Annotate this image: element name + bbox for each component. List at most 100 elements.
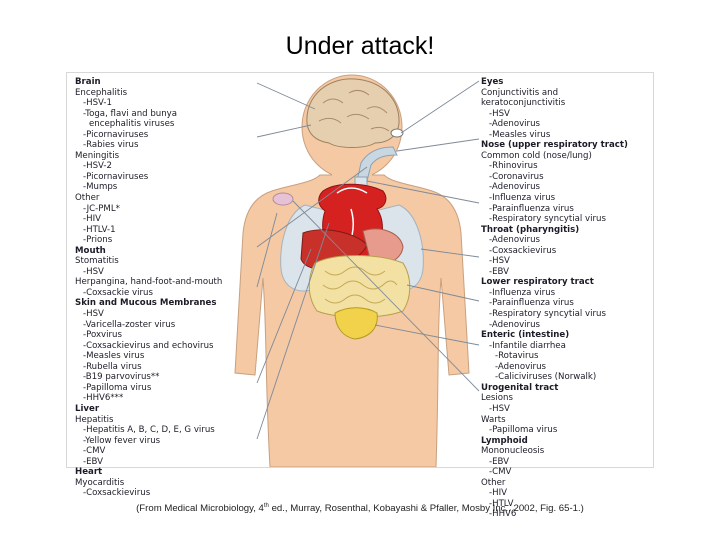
right-panel-label: -Rhinovirus [489, 161, 538, 172]
right-panel-label: -HSV [489, 108, 510, 119]
caption-superscript: th [263, 503, 269, 509]
right-panel-heading: Urogenital tract [481, 382, 559, 393]
leader-lymphoid [292, 200, 480, 392]
left-panel-label: -HSV-2 [83, 161, 112, 172]
right-panel-label: -Parainfluenza virus [489, 203, 574, 214]
left-panel-label: -Measles virus [83, 351, 145, 362]
leader-throat [366, 180, 480, 204]
left-panel-label: -Hepatitis A, B, C, D, E, G virus [83, 425, 215, 436]
right-panel-label: -HTLV [489, 498, 514, 509]
left-panel-label: Encephalitis [75, 87, 128, 98]
caption-text-rest: ed., Murray, Rosenthal, Kobayashi & Pfal… [268, 503, 584, 515]
left-panel-label: Other [75, 193, 100, 204]
right-panel-label: Mononucleosis [481, 446, 545, 457]
right-panel-heading: Enteric (intestine) [481, 330, 570, 341]
leader-lines [256, 80, 480, 440]
left-panel-heading: Skin and Mucous Membranes [75, 298, 217, 309]
left-panel-label: -B19 parvovirus** [83, 372, 160, 383]
leader-brain [256, 82, 316, 110]
left-panel-label: -JC-PML* [83, 203, 120, 214]
left-panel-label: encephalitis viruses [89, 119, 175, 130]
right-panel-label: -Parainfluenza virus [489, 298, 574, 309]
right-panel-label: -CMV [489, 467, 512, 478]
right-panel-label: -Coxsackievirus [489, 245, 557, 256]
left-panel-label: -Picornaviruses [83, 171, 149, 182]
right-panel-label: -Influenza virus [489, 193, 556, 204]
right-panel-label: -HHV6 [489, 509, 517, 520]
right-panel-label: -Adenovirus [489, 119, 541, 130]
right-panel-heading: Throat (pharyngitis) [481, 224, 580, 235]
left-panel-label: -Varicella-zoster virus [83, 319, 176, 330]
caption-text: (From Medical Microbiology, 4 [136, 503, 264, 515]
leader-urogenital [374, 324, 480, 346]
left-panel-label: -Coxsackie virus [83, 287, 153, 298]
leader-eyes [400, 80, 480, 134]
right-panel-label: -EBV [489, 266, 510, 277]
left-panel-label: Stomatitis [75, 256, 119, 267]
right-panel-heading: Lymphoid [481, 435, 528, 446]
right-panel-label: -Papilloma virus [489, 425, 558, 436]
right-panel-label: keratoconjunctivitis [481, 98, 566, 109]
leader-skin [256, 212, 278, 288]
figure-caption: (From Medical Microbiology, 4th ed., Mur… [0, 503, 720, 514]
lymph-node [272, 192, 294, 206]
right-panel-label: -HSV [489, 403, 510, 414]
left-panel-label: -HSV [83, 309, 104, 320]
left-panel-label: Hepatitis [75, 414, 114, 425]
intestine-folds [322, 266, 398, 304]
right-panel-label: -Measles virus [489, 129, 551, 140]
left-panel-label: -Yellow fever virus [83, 435, 161, 446]
right-panel-label: Other [481, 477, 506, 488]
right-panel-label: -Rotavirus [495, 351, 539, 362]
right-panel-label: -HSV [489, 256, 510, 267]
anatomy-illustration [234, 74, 480, 467]
right-panel-label: -Coronavirus [489, 171, 544, 182]
leader-mouth [256, 166, 368, 248]
left-panel-label: -Coxsackievirus and echovirus [83, 340, 214, 351]
left-panel-heading: Heart [75, 467, 103, 478]
left-panel-heading: Brain [75, 77, 101, 87]
leader-heart [256, 222, 330, 440]
right-panel-label: -Adenovirus [495, 361, 547, 372]
right-panel-heading: Eyes [481, 77, 504, 87]
left-panel-label: -Rabies virus [83, 140, 139, 151]
left-panel-label: -Picornaviruses [83, 129, 149, 140]
right-panel-label: Common cold (nose/lung) [481, 150, 592, 161]
right-panel-label: -Respiratory syncytial virus [489, 309, 606, 320]
left-panel-label: -HTLV-1 [83, 224, 116, 235]
right-panel-label: -Adenovirus [489, 182, 541, 193]
left-panel-label: -HHV6*** [83, 393, 124, 404]
right-panel-label: -Adenovirus [489, 319, 541, 330]
left-panel-label: -HSV [83, 266, 104, 277]
eye-shape [390, 128, 404, 138]
left-panel-heading: Liver [75, 403, 100, 414]
left-panel-label: -Papilloma virus [83, 382, 152, 393]
left-panel-label: -Rubella virus [83, 361, 142, 372]
left-panel-label: -Toga, flavi and bunya [83, 108, 178, 119]
right-panel-label: -Caliciviruses (Norwalk) [495, 372, 597, 383]
leader-liver [256, 248, 312, 384]
leader-brain-2 [256, 124, 312, 138]
left-panel-label: -CMV [83, 446, 106, 457]
left-panel-label: Herpangina, hand-foot-and-mouth [75, 277, 223, 288]
right-panel-label: -Influenza virus [489, 287, 556, 298]
left-panel-heading: Mouth [75, 245, 106, 256]
right-panel-label: -Adenovirus [489, 235, 541, 246]
bladder-organ [334, 307, 378, 340]
right-panel-label: Warts [481, 414, 506, 425]
right-panel-label: Conjunctivitis and [481, 87, 559, 98]
left-panel-label: -Poxvirus [83, 330, 122, 341]
left-panel-label: -Prions [83, 235, 113, 246]
slide-title: Under attack! [285, 32, 435, 60]
right-panel-label: -EBV [489, 456, 510, 467]
leader-enteric [406, 284, 480, 302]
left-panel-label: -EBV [83, 456, 104, 467]
right-panel-heading: Nose (upper respiratory tract) [481, 140, 628, 151]
brain-folds [318, 89, 390, 132]
right-panel-label: -Infantile diarrhea [489, 340, 566, 351]
right-panel-heading: Lower respiratory tract [481, 277, 594, 288]
leader-nose [396, 138, 480, 152]
right-panel-label: Lesions [481, 393, 513, 404]
